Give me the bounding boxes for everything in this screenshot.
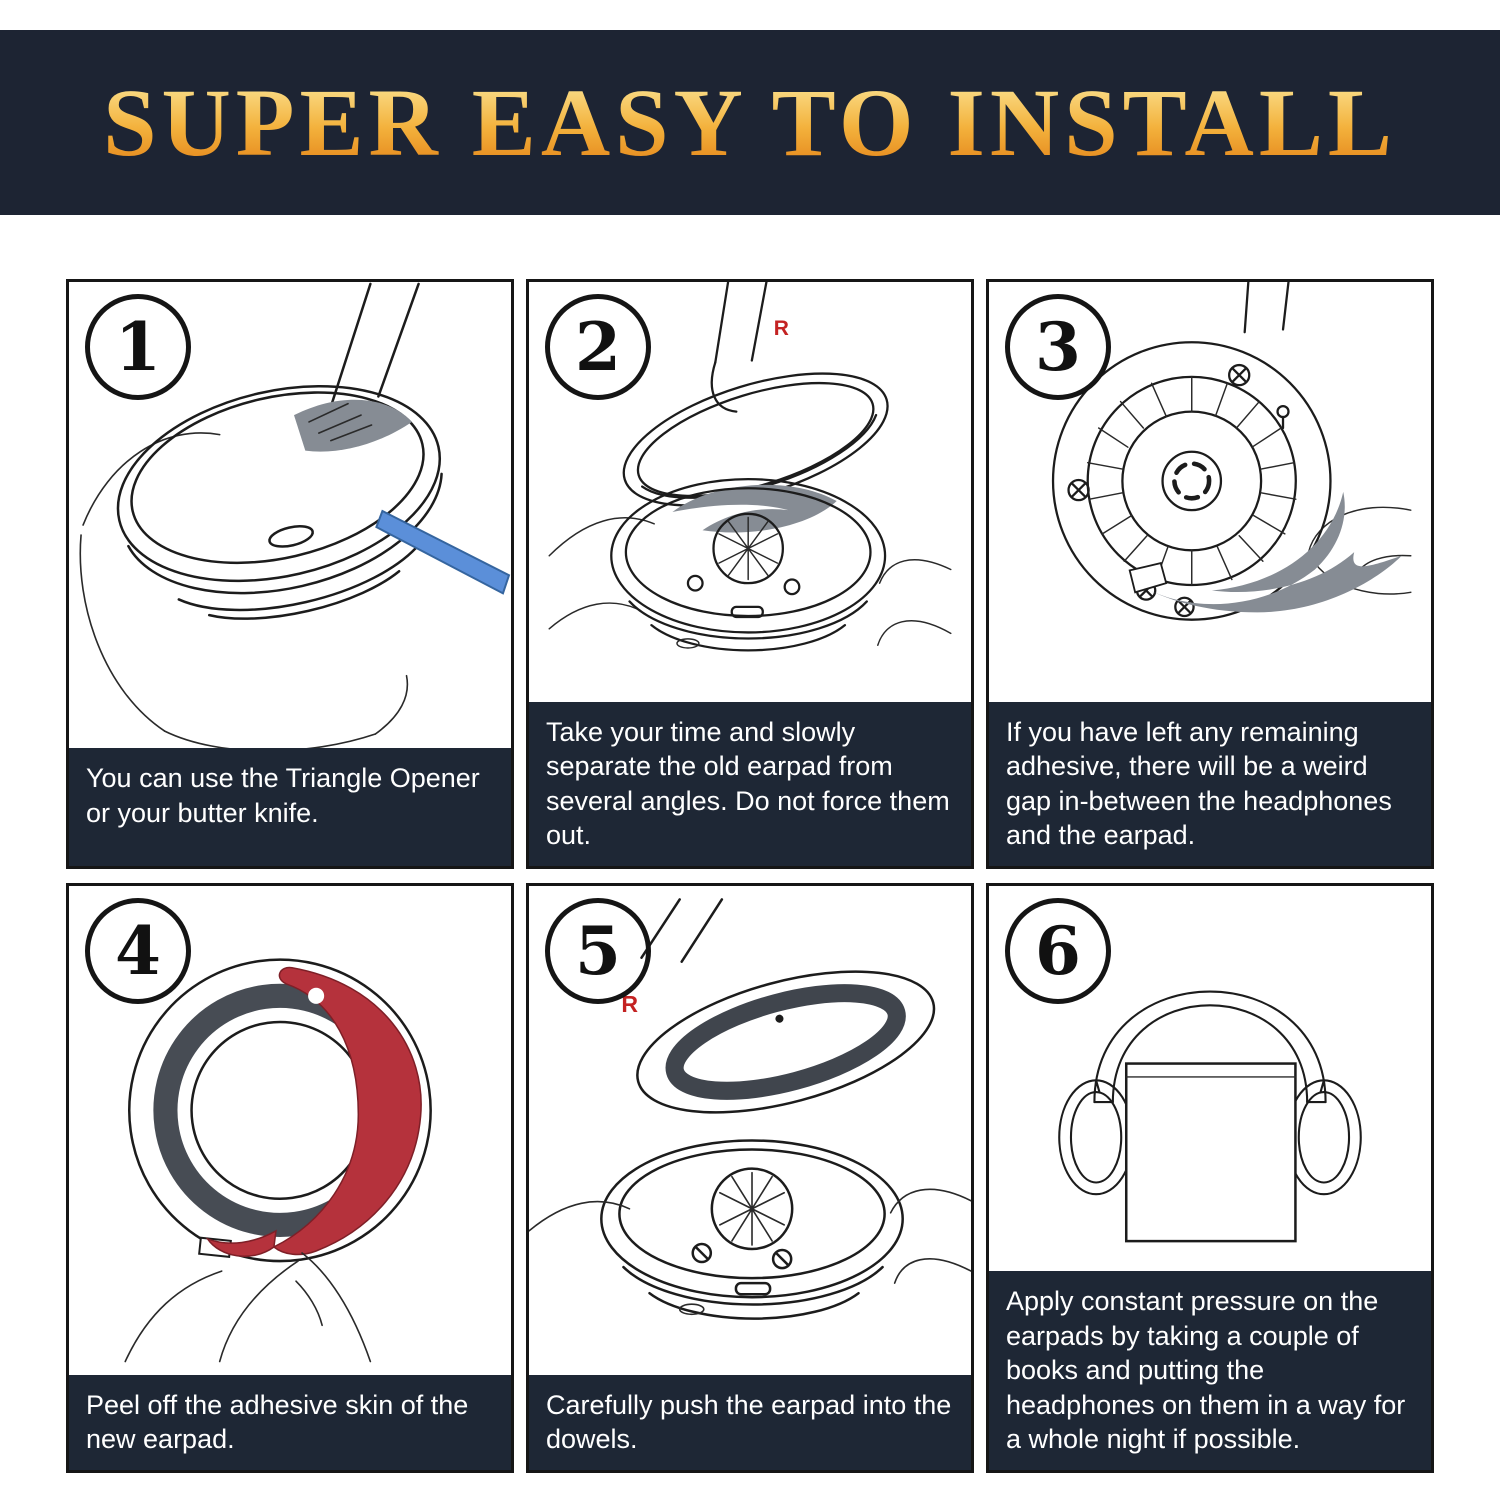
steps-grid: 1 You can use the Triangle Opener or you… bbox=[66, 279, 1434, 1473]
driver bbox=[686, 512, 801, 596]
earcup bbox=[116, 385, 443, 620]
vent-ring bbox=[1086, 375, 1297, 587]
step-panel-6: 6 Apply constant pressure on the earpads… bbox=[986, 883, 1434, 1473]
books-on-headphones-illustration bbox=[1058, 990, 1362, 1243]
step-6-caption: Apply constant pressure on the earpads b… bbox=[989, 1271, 1431, 1470]
earpad-separation-illustration: R bbox=[548, 282, 952, 652]
step-number-badge: 3 bbox=[1005, 294, 1111, 400]
step-4-illustration: 4 bbox=[69, 886, 511, 1375]
step-6-illustration: 6 bbox=[989, 886, 1431, 1272]
adhesive-skin bbox=[272, 966, 422, 1256]
step-panel-5: R bbox=[526, 883, 974, 1473]
adhesive-skin-hole bbox=[308, 987, 325, 1004]
step-2-illustration: R bbox=[529, 282, 971, 702]
r-channel-marker: R bbox=[774, 317, 789, 340]
earcup-opener-illustration bbox=[79, 282, 511, 748]
step-number-badge: 1 bbox=[85, 294, 191, 400]
remaining-adhesive bbox=[1136, 491, 1402, 613]
driver bbox=[691, 1167, 794, 1270]
step-1-caption: You can use the Triangle Opener or your … bbox=[69, 748, 511, 866]
step-panel-3: 3 If you have left any remaining adhesiv… bbox=[986, 279, 1434, 869]
new-earpad bbox=[636, 970, 936, 1114]
step-panel-1: 1 You can use the Triangle Opener or you… bbox=[66, 279, 514, 869]
r-channel-marker: R bbox=[621, 991, 638, 1017]
book bbox=[1124, 1062, 1297, 1243]
adhesive-peel-illustration bbox=[124, 958, 432, 1363]
step-3-illustration: 3 bbox=[989, 282, 1431, 702]
earpad-push-illustration: R bbox=[529, 898, 971, 1320]
step-3-caption: If you have left any remaining adhesive,… bbox=[989, 701, 1431, 866]
step-4-caption: Peel off the adhesive skin of the new ea… bbox=[69, 1374, 511, 1470]
driver-face-adhesive-illustration bbox=[1051, 282, 1412, 621]
adhesive-film bbox=[672, 484, 837, 533]
step-number-badge: 5 bbox=[545, 898, 651, 1004]
step-panel-2: R bbox=[526, 279, 974, 869]
step-5-caption: Carefully push the earpad into the dowel… bbox=[529, 1374, 971, 1470]
triangle-opener-icon bbox=[375, 509, 511, 595]
page-title: SUPER EASY TO INSTALL bbox=[103, 69, 1397, 176]
step-2-caption: Take your time and slowly separate the o… bbox=[529, 701, 971, 866]
step-1-illustration: 1 bbox=[69, 282, 511, 748]
header-banner: SUPER EASY TO INSTALL bbox=[0, 30, 1500, 215]
step-number-badge: 2 bbox=[545, 294, 651, 400]
step-5-illustration: R bbox=[529, 886, 971, 1375]
step-number-badge: 6 bbox=[1005, 898, 1111, 1004]
step-number-badge: 4 bbox=[85, 898, 191, 1004]
step-panel-4: 4 Peel off the adhesive skin of the new … bbox=[66, 883, 514, 1473]
